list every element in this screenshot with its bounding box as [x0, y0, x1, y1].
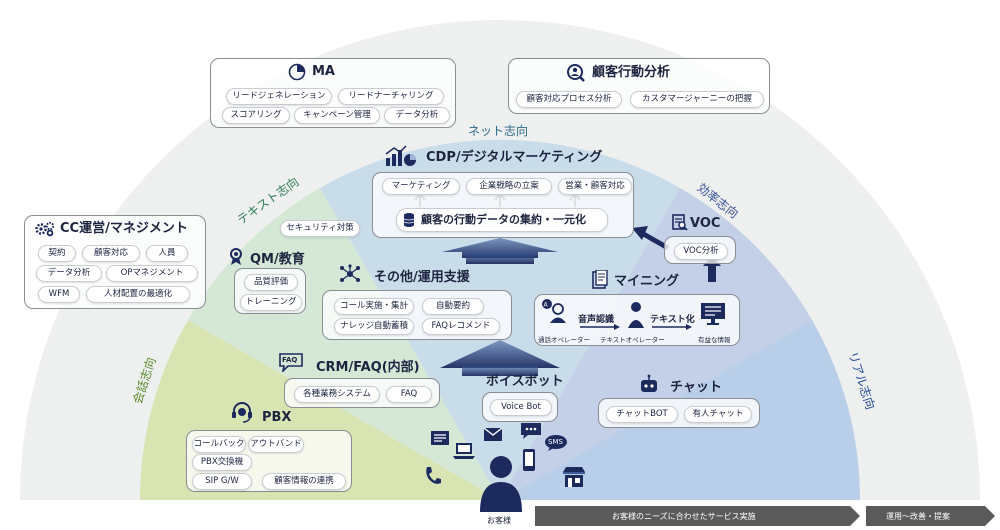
- arrow-right-icon: [652, 324, 692, 330]
- cdp-item: 企業戦略の立案: [466, 178, 552, 195]
- cc-item: OPマネジメント: [106, 265, 198, 282]
- laptop-icon: [453, 443, 475, 459]
- behavior-item: 顧客対応プロセス分析: [516, 91, 622, 108]
- pbx-item: 顧客情報の連携: [262, 473, 346, 490]
- pbx-item: コールバック: [192, 436, 246, 453]
- cdp-title: CDP/デジタルマーケティング: [426, 150, 603, 165]
- document-search-icon: [672, 214, 688, 231]
- cdp-core-label: 顧客の行動データの集約・一元化: [421, 213, 586, 226]
- bottom-arrow-left: [535, 506, 860, 526]
- smartphone-icon: [523, 449, 535, 471]
- award-badge-icon: [230, 248, 242, 265]
- sms-label: SMS: [548, 438, 563, 446]
- customer-label: お客様: [487, 516, 511, 525]
- voicebot-item: Voice Bot: [490, 399, 552, 416]
- voc-to-cdp-arrow: [638, 229, 670, 251]
- cc-item: 人員: [146, 245, 188, 262]
- ma-item: キャンペーン管理: [294, 107, 380, 124]
- cc-item: 人材配置の最適化: [86, 286, 190, 303]
- other-item: FAQレコメンド: [422, 318, 500, 335]
- arrow-right-icon: [580, 324, 620, 330]
- faq-bubble-icon: [279, 353, 303, 372]
- chat-bubble-icon: [521, 423, 541, 439]
- qm-item: 品質評価: [244, 274, 298, 291]
- qm-item: トレーニング: [240, 294, 302, 311]
- crm-item: FAQ: [386, 386, 432, 403]
- other-title: その他/運用支援: [374, 270, 470, 285]
- crm-item: 各種業務システム: [294, 386, 380, 403]
- mining-title: マイニング: [614, 274, 680, 289]
- pbx-item: アウトバンド: [248, 436, 304, 453]
- other-item: コール実施・集計: [334, 298, 414, 315]
- pbx-title: PBX: [262, 410, 292, 425]
- cdp-item: マーケティング: [382, 178, 460, 195]
- voc-item: VOC分析: [674, 243, 728, 260]
- mining-op2: テキストオペレーター: [600, 336, 665, 344]
- document-icon: [431, 431, 449, 445]
- cdp-core: 顧客の行動データの集約・一元化: [396, 208, 608, 232]
- other-item: ナレッジ自動蓄積: [334, 318, 414, 335]
- cc-item: 契約: [38, 245, 76, 262]
- sms-bubble-icon: [545, 435, 567, 451]
- pbx-item: PBX交換機: [192, 454, 252, 471]
- qm-title: QM/教育: [250, 252, 305, 267]
- mining-op1: 通話オペレーター: [538, 336, 590, 344]
- mail-icon: [484, 428, 502, 441]
- crm-title: CRM/FAQ(内部): [316, 360, 420, 375]
- gears-icon: [35, 221, 55, 237]
- other-item: 自動要約: [422, 298, 484, 315]
- cdp-item: 営業・顧客対応: [558, 178, 632, 195]
- bottom-left-label: お客様のニーズに合わせたサービス実施: [612, 512, 756, 521]
- behavior-item: カスタマージャーニーの把握: [630, 91, 764, 108]
- up-arrow-top-body: [466, 252, 534, 264]
- mining-text: テキスト化: [650, 315, 695, 325]
- cc-title: CC運営/マネジメント: [60, 221, 188, 236]
- analysis-person-icon: [567, 64, 585, 82]
- document-list-icon: [592, 270, 608, 289]
- text-operator-icon: [628, 302, 644, 328]
- headset-icon: [232, 402, 252, 423]
- network-nodes-icon: [340, 264, 360, 282]
- voicebot-title: ボイスボット: [486, 374, 564, 389]
- monitor-icon: [701, 303, 725, 325]
- customer-behavior-title: 顧客行動分析: [592, 65, 671, 80]
- ma-item: リードナーチャリング: [338, 88, 444, 105]
- headset-operator-icon: A: [542, 299, 566, 323]
- voc-title: VOC: [690, 216, 721, 231]
- up-arrow-bottom-body: [462, 366, 538, 376]
- customer-person-icon: [480, 456, 522, 512]
- security-chip: セキュリティ対策: [280, 220, 360, 237]
- mining-speech: 音声認識: [578, 315, 615, 325]
- chat-item: 有人チャット: [684, 406, 752, 423]
- faq-icon-text: FAQ: [282, 356, 298, 364]
- direction-net: ネット志向: [468, 124, 529, 138]
- database-icon: [403, 213, 415, 227]
- cc-item: WFM: [38, 286, 80, 303]
- phone-icon: [426, 467, 441, 484]
- ma-item: データ分析: [384, 107, 450, 124]
- bottom-right-label: 運用～改善・提案: [886, 512, 950, 521]
- bottom-arrow-right: [866, 506, 995, 526]
- pbx-item: SIP G/W: [192, 473, 252, 490]
- store-icon: [563, 467, 585, 487]
- chatbot-icon: [641, 374, 657, 392]
- ma-title: MA: [312, 64, 335, 79]
- chat-title: チャット: [670, 380, 722, 395]
- up-arrow-bottom: [440, 340, 560, 368]
- cc-item: データ分析: [36, 265, 102, 282]
- cc-item: 顧客対応: [82, 245, 140, 262]
- bar-chart-icon: [385, 145, 416, 166]
- svg-text:A: A: [544, 302, 549, 309]
- ma-item: スコアリング: [222, 107, 290, 124]
- text-sector: [188, 188, 500, 500]
- mining-info: 有益な情報: [698, 336, 731, 344]
- chat-item: チャットBOT: [606, 406, 678, 423]
- ma-item: リードジェネレーション: [226, 88, 332, 105]
- pie-chart-icon: [288, 63, 306, 81]
